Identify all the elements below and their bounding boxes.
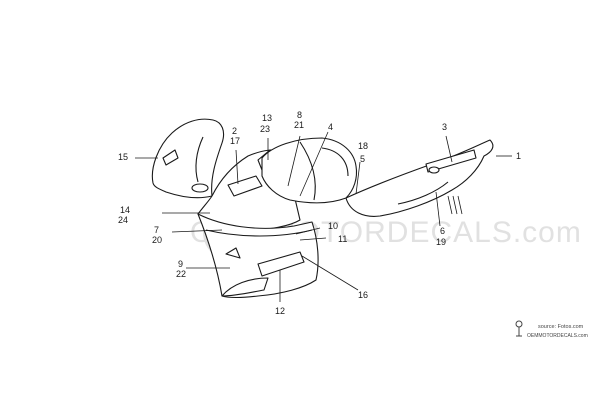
callout-16: 16 bbox=[358, 290, 368, 300]
callout-6: 6 bbox=[440, 226, 445, 236]
callout-labels: 1 2 3 4 5 6 7 8 9 10 11 12 13 14 15 16 1… bbox=[118, 110, 521, 316]
fuel-tank bbox=[261, 137, 358, 204]
callout-5: 5 bbox=[360, 154, 365, 164]
callout-1: 1 bbox=[516, 151, 521, 161]
lower-cowl-stripe bbox=[257, 251, 305, 277]
callout-23: 23 bbox=[260, 124, 270, 134]
credit-site: OEMMOTORDECALS.com bbox=[527, 333, 588, 339]
callout-13: 13 bbox=[262, 113, 272, 123]
fairing-assembly bbox=[151, 118, 494, 299]
callout-4: 4 bbox=[328, 122, 333, 132]
source-credit: source: Fotos.com OEMMOTORDECALS.com bbox=[515, 320, 588, 339]
callout-17: 17 bbox=[230, 136, 240, 146]
callout-21: 21 bbox=[294, 120, 304, 130]
lower-cowl-notch bbox=[225, 247, 241, 259]
callout-2: 2 bbox=[232, 126, 237, 136]
callout-19: 19 bbox=[436, 237, 446, 247]
callout-11: 11 bbox=[338, 234, 347, 244]
callout-10: 10 bbox=[328, 221, 338, 231]
cowl-intake bbox=[191, 183, 209, 193]
tail-badge bbox=[428, 166, 440, 174]
leader-lines bbox=[135, 131, 512, 302]
fuel-tank-contour bbox=[299, 141, 316, 201]
callout-12: 12 bbox=[275, 306, 285, 316]
lower-cowl-tip bbox=[221, 277, 269, 297]
callout-24: 24 bbox=[118, 215, 128, 225]
middle-cowl-stripe bbox=[227, 175, 263, 197]
credit-logo-icon bbox=[515, 320, 523, 337]
callout-3: 3 bbox=[442, 122, 447, 132]
tail-hatch bbox=[447, 195, 463, 215]
callout-15: 15 bbox=[118, 152, 128, 162]
callout-9: 9 bbox=[178, 259, 183, 269]
fuel-tank-cap-line bbox=[321, 147, 349, 177]
callout-22: 22 bbox=[176, 269, 186, 279]
cowl-vent bbox=[162, 149, 179, 166]
credit-source: source: Fotos.com bbox=[538, 324, 584, 330]
callout-18: 18 bbox=[358, 141, 368, 151]
callout-7: 7 bbox=[154, 225, 159, 235]
callout-20: 20 bbox=[152, 235, 162, 245]
upper-cowl bbox=[151, 118, 225, 199]
tail-top-stripe bbox=[425, 149, 477, 173]
tail-lower-stripe bbox=[397, 181, 449, 205]
callout-8: 8 bbox=[297, 110, 302, 120]
callout-14: 14 bbox=[120, 205, 130, 215]
cowl-inner-line bbox=[195, 136, 204, 183]
